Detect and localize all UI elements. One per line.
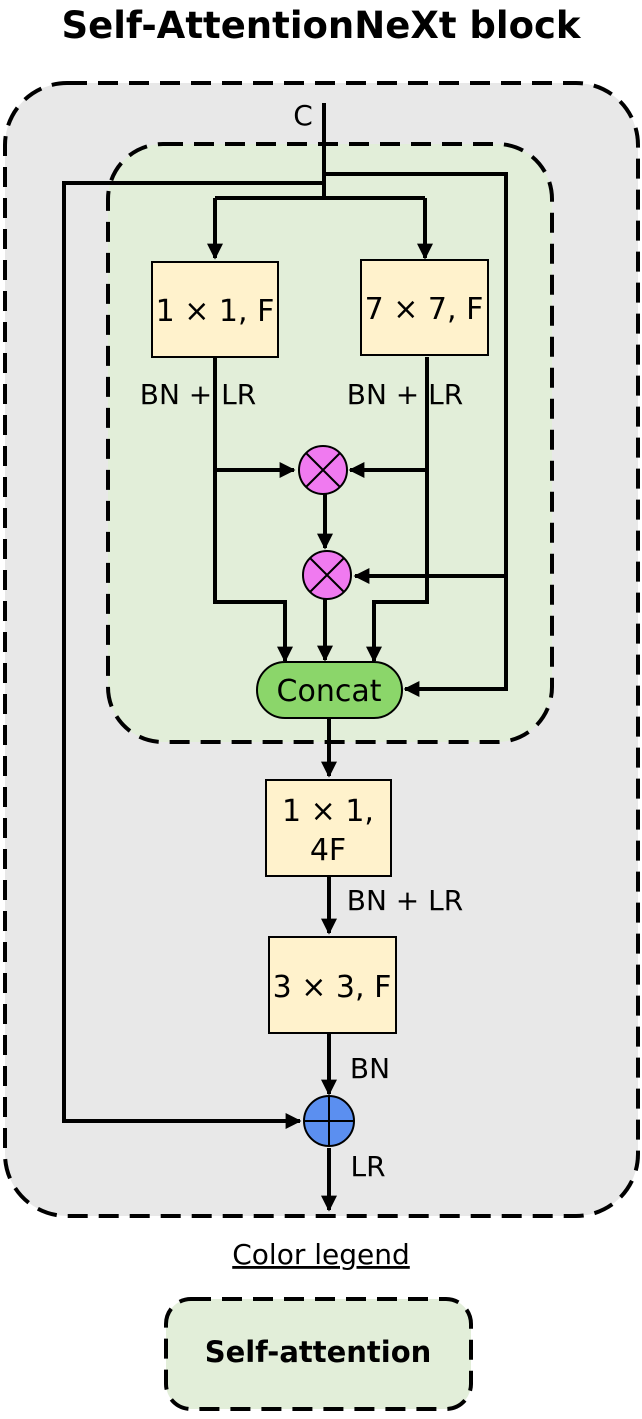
identity-to-concat-arrow [324, 172, 508, 697]
bn-lr-label-lower: BN + LR [347, 884, 463, 917]
conv-expand-label-line2: 4F [310, 833, 346, 868]
conv1-block: 1 × 1, F [151, 261, 279, 358]
add-node: ⊕ [303, 1095, 355, 1147]
bn-label: BN [350, 1052, 390, 1085]
conv7-label: 7 × 7, F [365, 292, 484, 327]
residual-skip-arrow [62, 181, 324, 1129]
conv-expand-label-line1: 1 × 1, [282, 794, 374, 829]
concat-label: Concat [277, 674, 382, 709]
bn-lr-label-left: BN + LR [140, 378, 256, 411]
conv7-to-concat-arrow [366, 357, 429, 663]
multiply-node-1: ⊗ [298, 445, 348, 495]
bn-lr-label-right: BN + LR [347, 378, 463, 411]
conv1-to-concat-arrow [213, 357, 293, 663]
connectors [62, 103, 508, 1212]
conv1-label: 1 × 1, F [156, 294, 275, 329]
multiply-node-2 [302, 550, 352, 600]
conv3-label: 3 × 3, F [273, 970, 392, 1005]
diagram-title: Self-AttentionNeXt block [61, 4, 581, 47]
conv-expand-block: 1 × 1, 4F [265, 779, 392, 877]
legend-self-attention-label: Self-attention [205, 1335, 432, 1369]
color-legend-heading: Color legend [232, 1238, 410, 1271]
legend-self-attention-swatch [164, 1297, 473, 1411]
conv7-block: 7 × 7, F [360, 259, 489, 356]
conv3-block: 3 × 3, F [268, 936, 397, 1034]
self-attention-region [106, 142, 554, 744]
lr-label: LR [350, 1150, 385, 1183]
input-channel-label: C [293, 99, 313, 132]
concat-node: Concat [256, 661, 403, 719]
